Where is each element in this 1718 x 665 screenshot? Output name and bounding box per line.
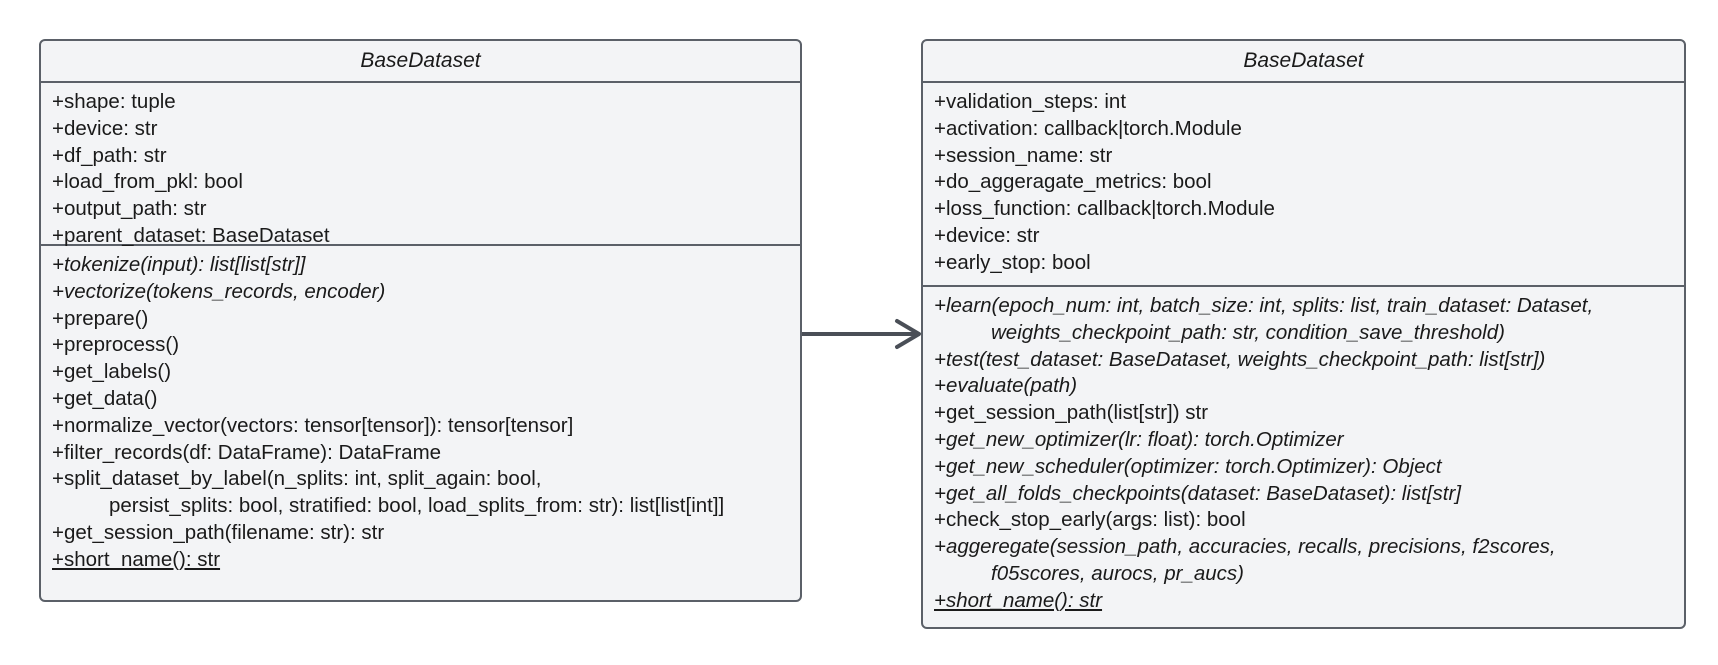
method-line: +aggeregate(session_path, accuracies, re…: [934, 535, 1556, 559]
attribute-line: +session_name: str: [934, 143, 1113, 167]
arrow-head: [895, 319, 921, 349]
attributes-section: +shape: tuple +device: str +df_path: str +l…: [41, 83, 800, 247]
class-name: BaseDataset: [41, 41, 800, 83]
attribute-line: +early_stop: bool: [934, 250, 1091, 274]
method-line: +short_name(): str: [52, 547, 221, 571]
method-line: +preprocess(): [52, 333, 180, 357]
attribute-line: +device: str: [934, 223, 1040, 247]
method-line: +learn(epoch_num: int, batch_size: int, …: [934, 294, 1594, 317]
method-line: +get_new_scheduler(optimizer: torch.Opti…: [934, 454, 1442, 478]
attribute-line: +activation: callback|torch.Module: [934, 116, 1242, 140]
attribute-line: +do_aggeragate_metrics: bool: [934, 170, 1212, 194]
methods-section: +learn(epoch_num: int, batch_size: int, …: [923, 287, 1684, 621]
method-line: +prepare(): [52, 306, 149, 330]
method-line: f05scores, aurocs, pr_aucs): [991, 561, 1244, 585]
method-line: persist_splits: bool, stratified: bool, …: [109, 494, 725, 518]
method-line: +vectorize(tokens_records, encoder): [52, 279, 386, 303]
method-line: +get_session_path(filename: str): str: [52, 520, 385, 544]
attribute-line: +parent_dataset: BaseDataset: [52, 223, 330, 247]
class-name: BaseDataset: [923, 41, 1684, 83]
attribute-line: +load_from_pkl: bool: [52, 170, 243, 194]
method-line: +filter_records(df: DataFrame): DataFram…: [52, 440, 442, 464]
method-line: +short_name(): str: [934, 588, 1103, 612]
method-line: +evaluate(path): [934, 374, 1078, 398]
attribute-line: +validation_steps: int: [934, 90, 1127, 113]
method-line: +test(test_dataset: BaseDataset, weights…: [934, 347, 1546, 371]
method-line: +get_all_folds_checkpoints(dataset: Base…: [934, 481, 1462, 505]
method-line: +get_data(): [52, 386, 158, 410]
attribute-line: +df_path: str: [52, 143, 167, 167]
method-line: +get_session_path(list[str]) str: [934, 401, 1209, 425]
method-line: +get_labels(): [52, 360, 172, 384]
attribute-line: +loss_function: callback|torch.Module: [934, 197, 1275, 221]
class-box-left: BaseDataset +shape: tuple +device: str +df…: [39, 39, 802, 602]
methods-section: +tokenize(input): list[list[str]] +vector…: [41, 246, 800, 580]
method-line: +split_dataset_by_label(n_splits: int, s…: [52, 467, 542, 491]
method-line: weights_checkpoint_path: str, condition_…: [991, 320, 1505, 344]
method-line: +check_stop_early(args: list): bool: [934, 508, 1246, 532]
method-line: +tokenize(input): list[list[str]]: [52, 253, 306, 276]
attribute-line: +shape: tuple: [52, 90, 176, 113]
attributes-section: +validation_steps: int +activation: callb…: [923, 83, 1684, 287]
class-box-right: BaseDataset +validation_steps: int +activ…: [921, 39, 1686, 629]
attribute-line: +device: str: [52, 116, 158, 140]
attribute-line: +output_path: str: [52, 197, 207, 221]
method-line: +normalize_vector(vectors: tensor[tensor…: [52, 413, 574, 437]
method-line: +get_new_optimizer(lr: float): torch.Opt…: [934, 427, 1344, 451]
